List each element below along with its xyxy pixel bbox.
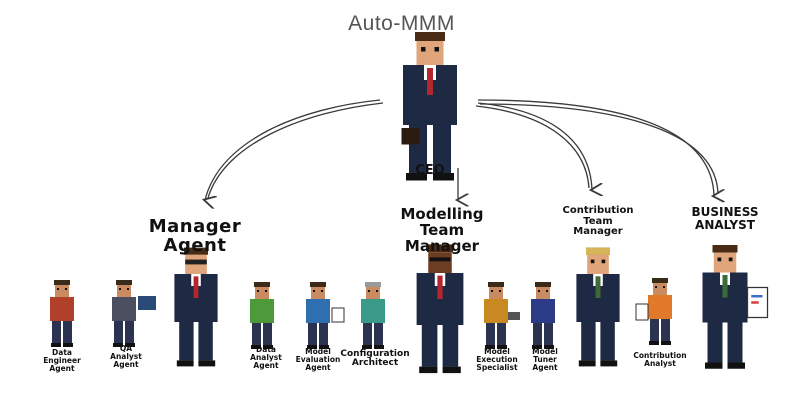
model-evaluation-agent-label: Model Evaluation Agent: [295, 347, 341, 372]
arrow-to-contribution-manager: [477, 102, 592, 190]
configuration-architect-label: Configuration Architect: [340, 349, 410, 369]
ceo-label: CEO: [415, 163, 445, 178]
configuration-architect-figure: [361, 282, 385, 349]
arrow-to-manager-agent: [205, 99, 381, 200]
modelling-team-manager-figure: [416, 244, 464, 374]
manager-agent-label: Manager Agent: [148, 216, 242, 256]
contribution-team-manager-figure: [576, 247, 620, 367]
business-analyst-label: BUSINESS ANALYST: [691, 205, 759, 232]
contribution-analyst-label: Contribution Analyst: [633, 351, 687, 368]
arrows: [205, 99, 718, 200]
model-tuner-agent-label: Model Tuner Agent: [532, 347, 558, 372]
data-engineer-agent-label: Data Engineer Agent: [43, 348, 81, 373]
qa-analyst-agent-label: QA Analyst Agent: [110, 344, 142, 369]
modelling-team-manager-label: Modelling Team Manager: [400, 205, 484, 255]
model-execution-specialist-label: Model Execution Specialist: [476, 347, 518, 372]
data-engineer-agent-figure: [50, 280, 74, 347]
ceo-figure: [401, 32, 457, 181]
data-analyst-agent-label: Data Analyst Agent: [250, 345, 282, 370]
model-tuner-agent-figure: [531, 282, 555, 349]
qa-analyst-agent-figure: [112, 280, 156, 347]
model-evaluation-agent-figure: [306, 282, 345, 349]
diagram-title: Auto-MMM: [348, 12, 455, 35]
arrow-to-business-analyst: [477, 99, 714, 196]
business-analyst-figure: [702, 245, 769, 369]
contribution-analyst-figure: [635, 278, 672, 345]
contribution-team-manager-label: Contribution Team Manager: [562, 205, 634, 237]
data-analyst-agent-figure: [250, 282, 274, 349]
model-execution-specialist-figure: [484, 282, 520, 349]
manager-agent-figure: [174, 247, 218, 367]
